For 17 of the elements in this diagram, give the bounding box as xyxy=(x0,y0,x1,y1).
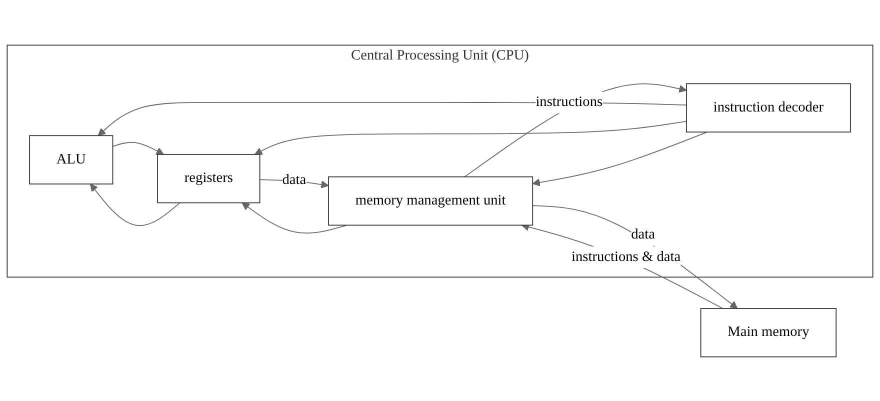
arrow xyxy=(242,202,348,234)
arrow xyxy=(521,222,724,308)
arrow xyxy=(532,131,708,186)
arrow xyxy=(254,120,687,154)
node-box: ALU xyxy=(29,134,114,184)
node-box: memory management unit xyxy=(328,176,534,226)
node-box: instruction decoder xyxy=(686,82,851,132)
node-box: registers xyxy=(157,153,260,203)
arrow xyxy=(90,183,180,226)
node-box: Main memory xyxy=(700,308,837,357)
edge-label: data xyxy=(631,226,656,242)
edge-label: data xyxy=(282,172,306,188)
arrow xyxy=(98,102,687,136)
arrow xyxy=(464,82,687,177)
edge-label: instructions xyxy=(536,94,603,110)
edge-label: instructions & data xyxy=(572,248,681,264)
arrow xyxy=(112,141,164,154)
